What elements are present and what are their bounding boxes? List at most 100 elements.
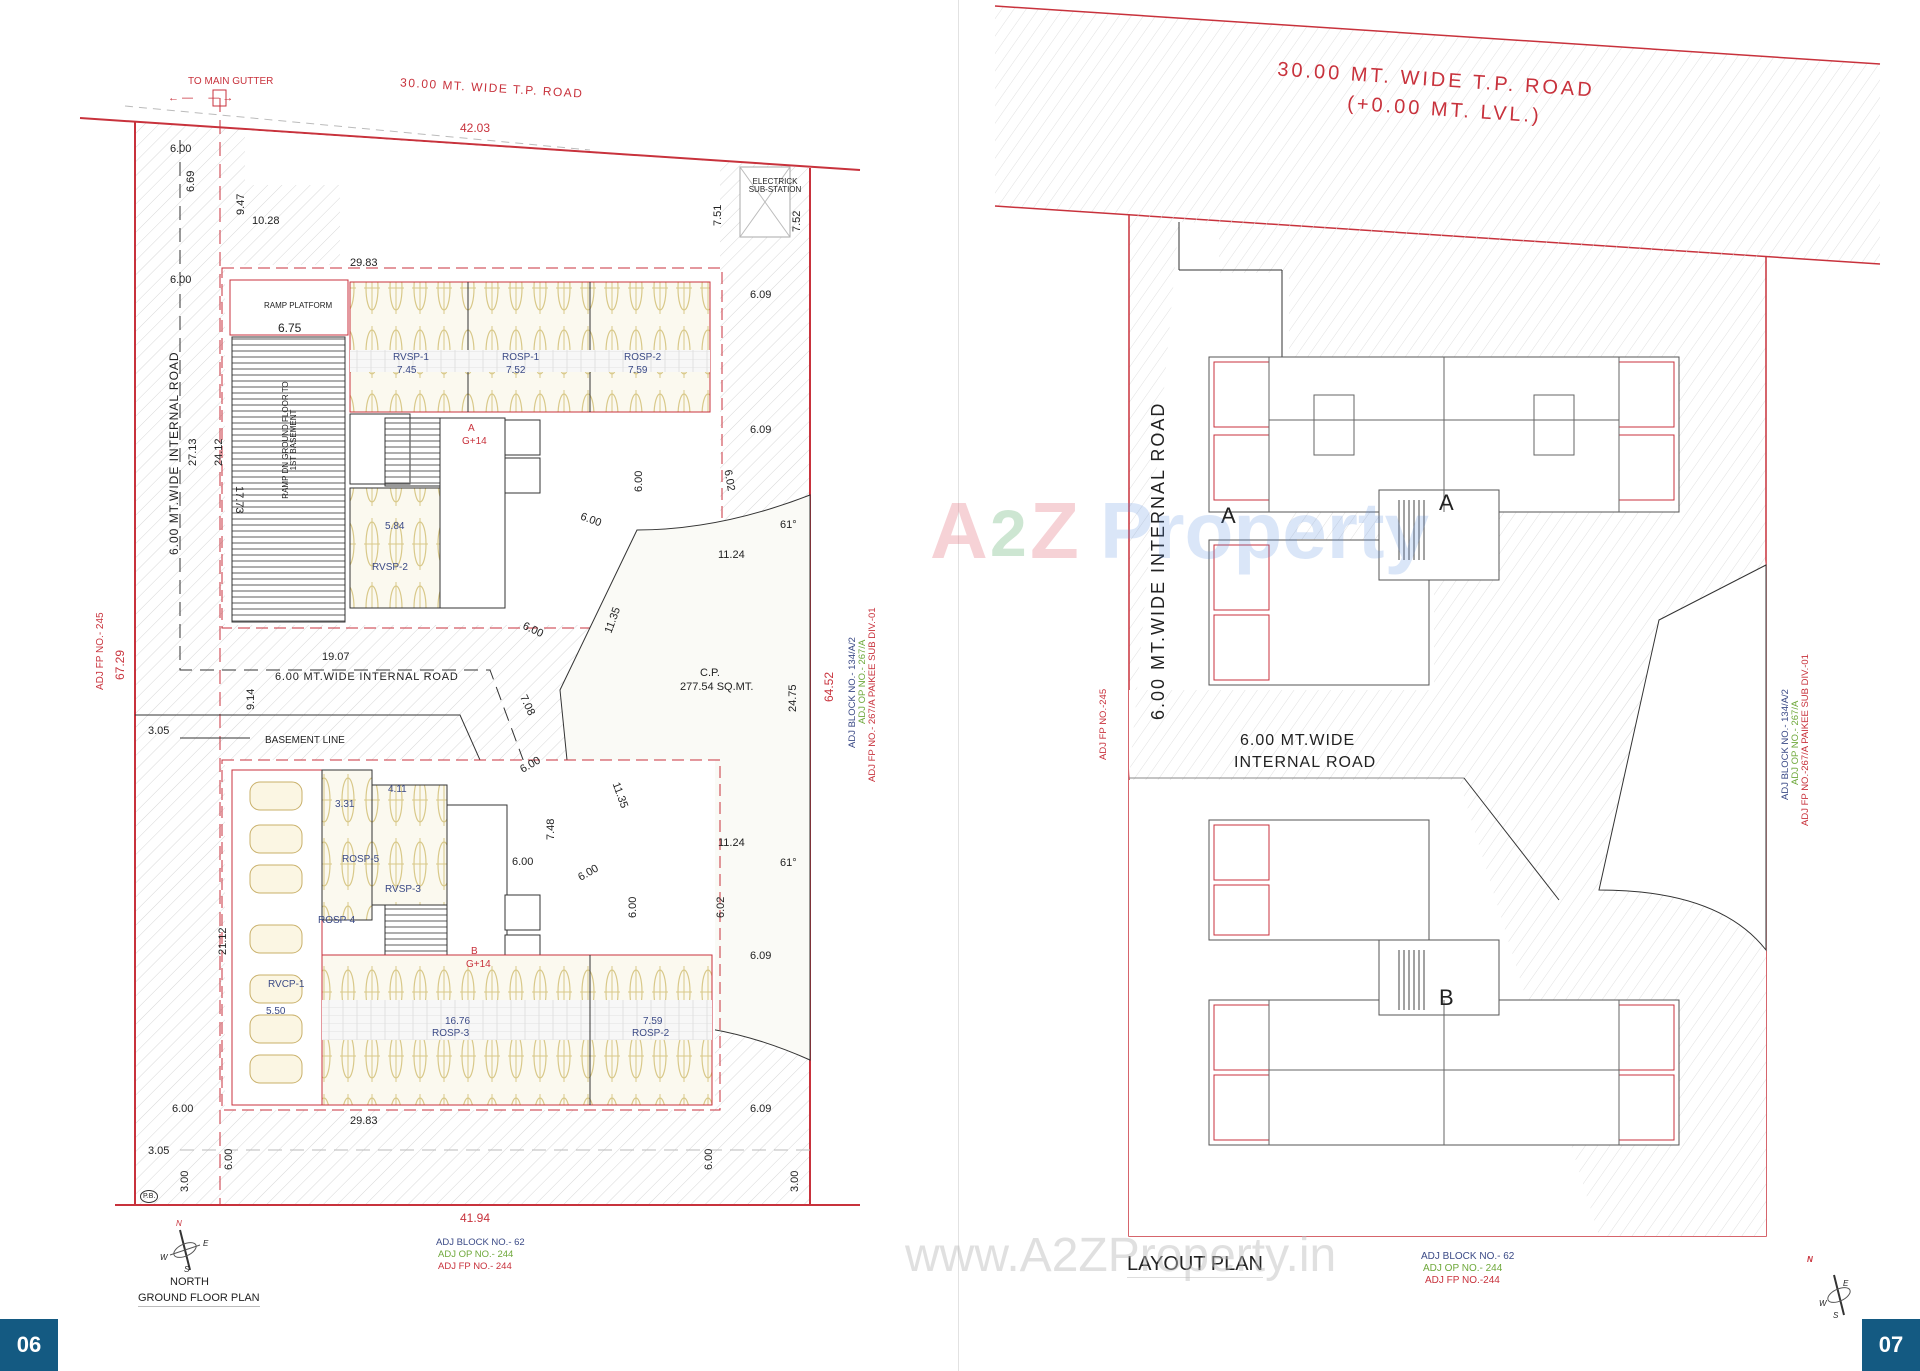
compass-n: N [176, 1219, 182, 1228]
dim-label: 6.09 [750, 950, 772, 962]
dim-label: 61° [780, 519, 797, 531]
parking-zone-dim: 4.11 [388, 784, 407, 795]
internal-road-horizontal-label: 6.00 MT.WIDE INTERNAL ROAD [275, 671, 459, 683]
internal-road-h1: 6.00 MT.WIDE [1240, 732, 1356, 749]
dim-label: 6.09 [750, 289, 772, 301]
dim-label: 10.28 [252, 215, 280, 227]
page-number-badge: 07 [1862, 1319, 1920, 1371]
dim-label: 6.00 [170, 274, 192, 286]
dim-label: 3.05 [148, 725, 170, 737]
parking-zone-label: ROSP-4 [318, 915, 356, 926]
parking-zone-label: ROSP-1 [502, 352, 540, 363]
page-number-badge: 06 [0, 1319, 58, 1371]
dim-label: 7.51 [712, 204, 724, 226]
compass-s: S [184, 1265, 190, 1274]
block-a-core-label: A [1439, 490, 1454, 515]
adj-block-bottom: ADJ BLOCK NO.- 62 [436, 1237, 525, 1248]
compass-w: W [1819, 1299, 1827, 1308]
dim-label: 6.02 [715, 896, 727, 918]
bottom-width-dim: 41.94 [460, 1211, 491, 1225]
layout-plan-drawing [994, 5, 1881, 1316]
parking-zone-dim: 7.59 [628, 365, 648, 376]
gutter-label: TO MAIN GUTTER [188, 76, 274, 87]
block-b-marker: B [471, 946, 478, 957]
compass-w: W [160, 1253, 168, 1262]
parking-zone-label: ROSP-2 [624, 352, 662, 363]
gutter-arrows: ← — — → [168, 92, 234, 104]
dim-label: 24.75 [787, 684, 799, 712]
pb-marker: P.B. [140, 1190, 159, 1203]
north-label: NORTH [170, 1276, 209, 1288]
parking-zone-dim: 5.50 [266, 1006, 286, 1017]
dim-label: 6.02 [721, 468, 737, 493]
top-width-dim: 42.03 [460, 121, 491, 135]
ground-floor-drawing [79, 89, 861, 1271]
dim-label: 3.00 [789, 1170, 801, 1192]
dim-label: 6.00 [627, 896, 639, 918]
adj-fp-bottom: ADJ FP NO.-244 [1425, 1275, 1500, 1286]
dim-label: 27.13 [187, 438, 199, 466]
adj-block-bottom: ADJ BLOCK NO.- 62 [1421, 1251, 1515, 1262]
dim-label: 6.09 [750, 1103, 772, 1115]
parking-zone-dim: 16.76 [445, 1016, 471, 1027]
parking-zone-dim: 7.52 [506, 365, 526, 376]
adj-op-bottom: ADJ OP NO.- 244 [1423, 1263, 1503, 1274]
dim-label: 7.52 [791, 210, 803, 232]
basement-line-label: BASEMENT LINE [265, 735, 345, 746]
adj-fp-bottom: ADJ FP NO.- 244 [438, 1261, 512, 1272]
block-b-label: B [1439, 985, 1454, 1010]
dim-label: 19.07 [322, 651, 350, 663]
watermark-url: www.A2ZProperty.in [905, 1229, 1337, 1282]
adj-op-bottom: ADJ OP NO.- 244 [438, 1249, 514, 1260]
dim-label: 61° [780, 857, 797, 869]
layout-plan-page: 30.00 MT. WIDE T.P. ROAD (+0.00 MT. LVL.… [959, 0, 1920, 1371]
compass-icon [1827, 1274, 1851, 1316]
parking-zone-label: ROSP-5 [342, 854, 380, 865]
plan-title: LAYOUT PLAN [1127, 1254, 1263, 1278]
internal-road-vertical-label: 6.00 MT.WIDE INTERNAL ROAD [167, 351, 181, 555]
adj-fp-right: ADJ FP NO.-267/A PAIKEE SUB DIV.-01 [1800, 654, 1811, 826]
block-a-marker: A [468, 423, 475, 434]
dim-label: 24.12 [213, 438, 225, 466]
watermark-logo-a: A [930, 486, 988, 575]
watermark-logo-word: Property [1100, 486, 1429, 575]
dim-label: 6.00 [633, 470, 645, 492]
plan-title: GROUND FLOOR PLAN [138, 1293, 260, 1307]
parking-zone-label: ROSP-3 [432, 1028, 470, 1039]
parking-zone-label: RVSP-1 [393, 352, 429, 363]
electric-substation-label: ELECTRICK SUB-STATION [748, 177, 802, 194]
dim-label: 6.00 [223, 1148, 235, 1170]
dim-label: 7.48 [545, 818, 557, 840]
adj-fp-right: ADJ FP NO.- 267/A PAIKEE SUB DIV.-01 [867, 607, 878, 782]
parking-zone-dim: 7.59 [643, 1016, 663, 1027]
dim-label: 21.12 [217, 927, 229, 955]
compass-n: N [1807, 1255, 1813, 1264]
dim-label: 3.05 [148, 1145, 170, 1157]
dim-label: 11.24 [718, 837, 745, 849]
internal-road-h2: INTERNAL ROAD [1234, 754, 1377, 771]
watermark-logo-z: Z [1030, 486, 1079, 575]
block-a-floors: G+14 [462, 436, 487, 447]
cp-label: C.P. [700, 667, 720, 679]
block-b-floors: G+14 [466, 959, 491, 970]
watermark-logo-2: 2 [990, 496, 1027, 570]
block-a-label: A [1221, 503, 1236, 528]
dim-label: 6.09 [750, 424, 772, 436]
adj-fp-left: ADJ FP NO.- 245 [95, 612, 106, 690]
parking-zone-label: RVCP-1 [268, 979, 305, 990]
ramp-platform-label: RAMP PLATFORM [264, 301, 333, 310]
left-height-dim: 67.29 [113, 649, 127, 680]
dim-label: 6.69 [185, 170, 197, 192]
dim-label: 29.83 [350, 1115, 378, 1127]
dim-label: 29.83 [350, 257, 378, 269]
parking-zone-label: RVSP-3 [385, 884, 421, 895]
compass-e: E [203, 1239, 209, 1248]
compass-s: S [1833, 1311, 1839, 1320]
ground-floor-plan-page: TO MAIN GUTTER ← — — → 30.00 MT. WIDE T.… [0, 0, 959, 1371]
dim-label: 9.14 [245, 688, 257, 710]
parking-zone-dim: 3.31 [335, 799, 355, 810]
dim-label: 17.73 [233, 486, 245, 514]
compass-e: E [1843, 1279, 1849, 1288]
dim-label: 11.24 [718, 549, 745, 561]
dim-label: 9.47 [235, 193, 247, 215]
